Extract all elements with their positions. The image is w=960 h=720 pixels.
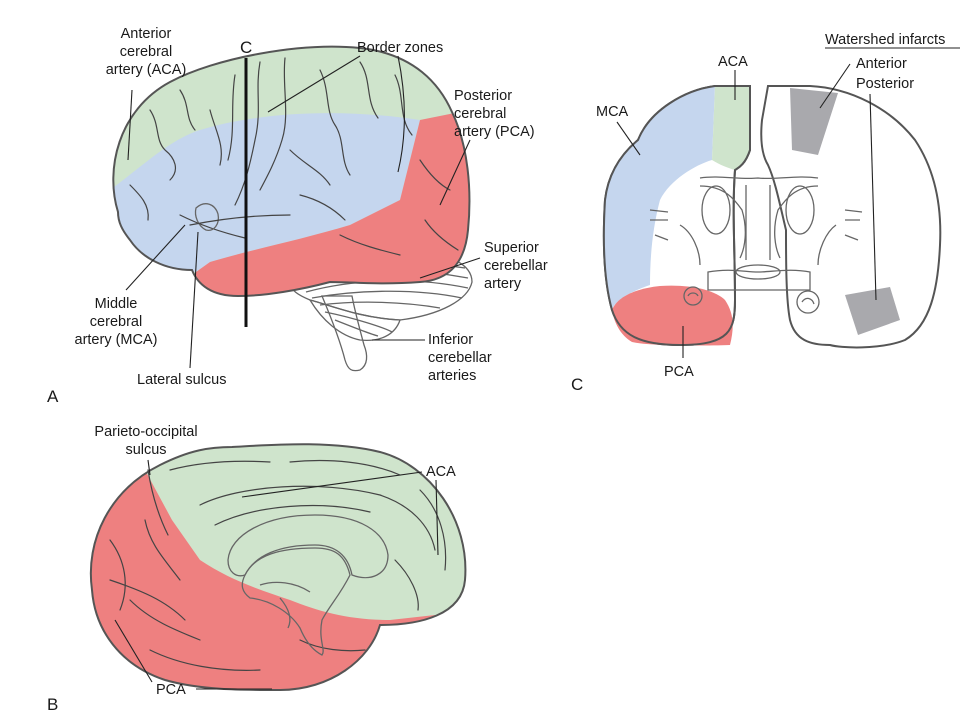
pca-territory — [190, 110, 470, 296]
panel-letter-a: A — [47, 387, 59, 406]
label-border-zones: Border zones — [357, 40, 443, 56]
panel-c-coronal-section: ACA MCA PCA Watershed infarcts Anterior … — [571, 32, 960, 394]
section-letter-c: C — [240, 38, 252, 57]
cerebellum-inferior — [308, 298, 401, 341]
label-lateral-sulcus: Lateral sulcus — [137, 372, 226, 388]
coronal-mca-territory — [603, 86, 715, 310]
mca-territory — [113, 113, 420, 272]
cerebrum-territories — [113, 46, 470, 296]
label-aca-coronal: ACA — [718, 54, 748, 70]
watershed-anterior-infarct — [790, 88, 838, 155]
medial-territories — [90, 444, 466, 690]
label-pca-medial: PCA — [156, 682, 186, 698]
label-aca-medial: ACA — [426, 464, 456, 480]
watershed-posterior-infarct — [845, 287, 900, 335]
medial-outline — [89, 443, 467, 692]
coronal-aca-territory — [712, 86, 750, 170]
lateral-sulcus-insula — [194, 203, 220, 231]
coronal-pca-territory — [612, 285, 733, 346]
panel-letter-c: C — [571, 375, 583, 394]
label-pca-coronal: PCA — [664, 364, 694, 380]
cerebrum-gyri — [129, 57, 459, 256]
label-watershed-posterior: Posterior — [856, 76, 914, 92]
cerebrum-outline — [112, 45, 471, 298]
coronal-internal-structures — [649, 176, 863, 314]
panel-letter-b: B — [47, 695, 58, 714]
label-mca-coronal: MCA — [596, 104, 629, 120]
diencephalon — [241, 547, 351, 656]
label-watershed-title: Watershed infarcts — [825, 32, 945, 48]
label-watershed-anterior: Anterior — [856, 56, 907, 72]
brainstem — [321, 295, 368, 372]
medial-gyri — [109, 459, 447, 671]
